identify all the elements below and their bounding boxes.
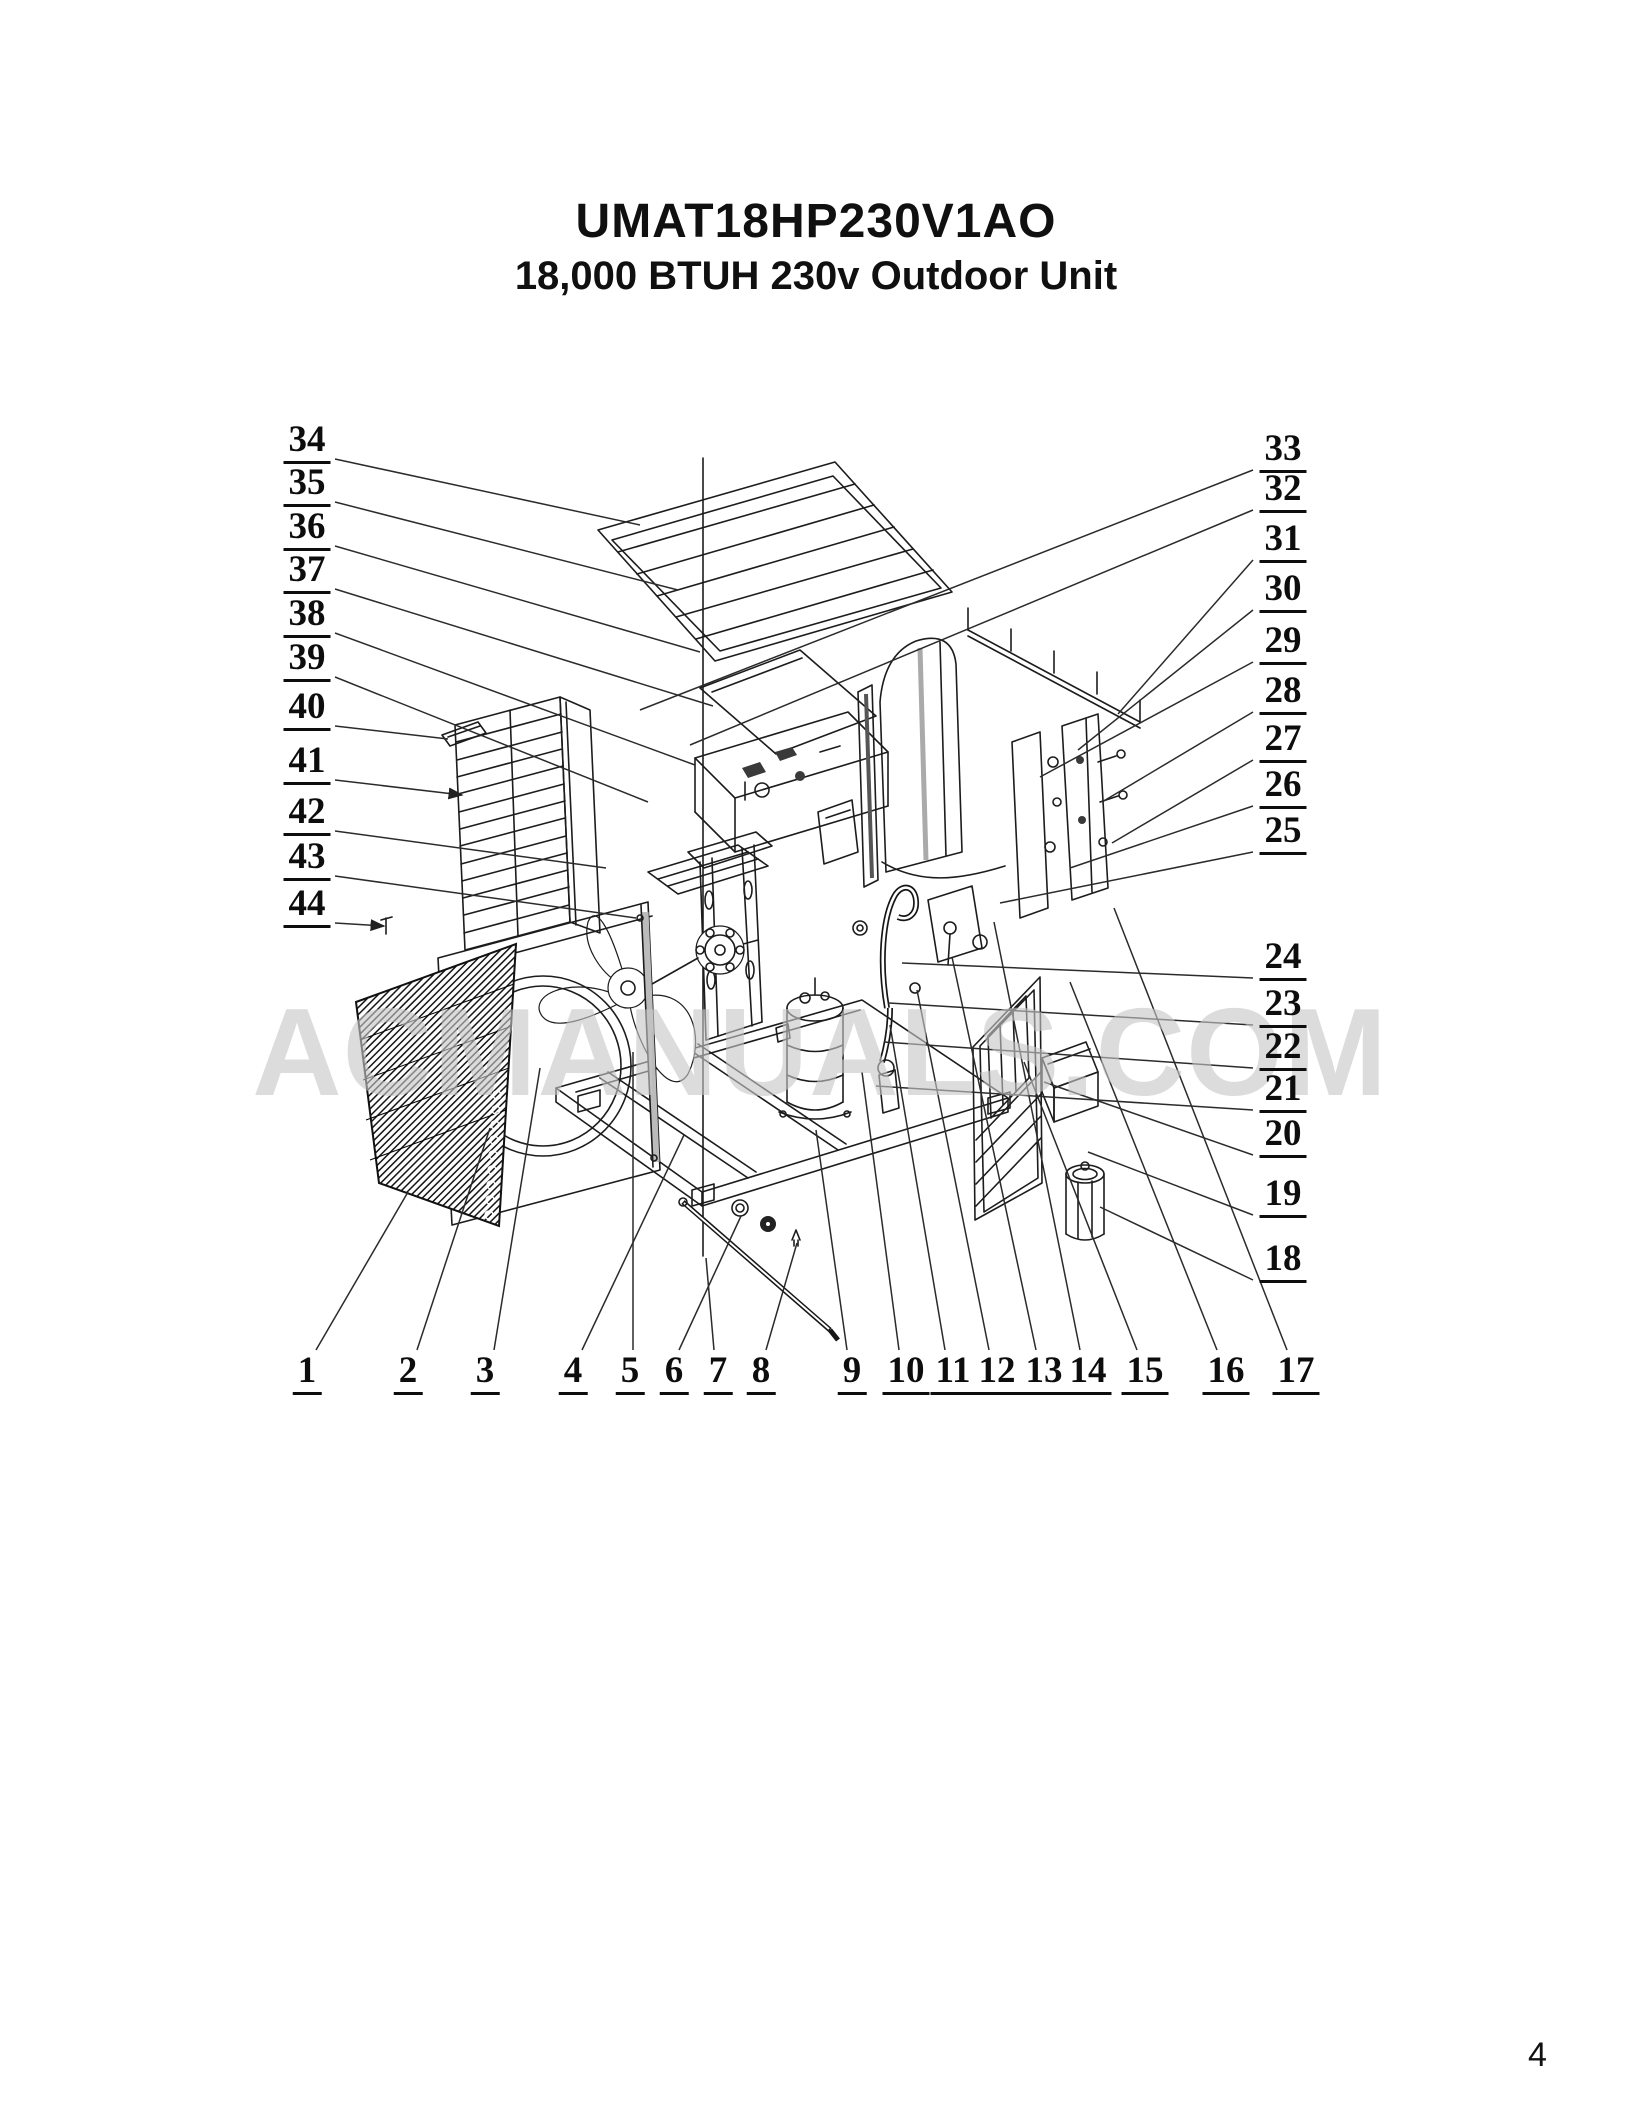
discharge-pipe-art — [879, 884, 920, 1063]
leader-line-19 — [1087, 1151, 1254, 1216]
page-subtitle: 18,000 BTUH 230v Outdoor Unit — [514, 254, 1118, 298]
leader-line-33 — [639, 469, 1254, 711]
leader-line-30 — [1077, 609, 1254, 751]
leader-line-23 — [887, 1002, 1254, 1026]
valve-plate-cluster-art — [1011, 713, 1128, 919]
leader-line-32 — [689, 509, 1254, 746]
leader-line-12 — [916, 989, 990, 1351]
leader-line-39 — [334, 676, 649, 803]
leader-line-15 — [1023, 1061, 1138, 1351]
leader-line-17 — [1113, 907, 1288, 1351]
top-grille-art — [597, 461, 953, 662]
leader-line-25 — [999, 851, 1254, 904]
leader-line-18 — [1099, 1206, 1254, 1281]
leader-line-34 — [334, 458, 641, 526]
front-grille-art — [454, 696, 601, 951]
leader-line-42 — [334, 830, 607, 869]
top-panel-art — [699, 649, 877, 755]
leader-line-31 — [1117, 559, 1254, 715]
leader-line-16 — [1069, 981, 1218, 1351]
leader-line-37 — [334, 588, 714, 707]
small-hardware-art — [731, 1199, 801, 1247]
leader-line-22 — [883, 1041, 1254, 1069]
motor-bracket-art — [651, 831, 773, 1041]
leader-line-20 — [1043, 1081, 1254, 1156]
mounting-rail-art — [967, 607, 1141, 729]
leader-line-13 — [951, 956, 1037, 1351]
leader-line-11 — [889, 1024, 946, 1351]
leader-line-1 — [315, 1191, 409, 1351]
leader-line-38 — [334, 632, 696, 766]
condenser-coil-art — [354, 942, 518, 1228]
leader-line-35 — [334, 501, 679, 591]
leader-line-6 — [678, 1215, 742, 1351]
cover-box-art — [1041, 1041, 1099, 1123]
leader-line-27 — [1111, 759, 1254, 844]
leader-line-41 — [334, 779, 464, 800]
leader-line-29 — [1039, 661, 1254, 778]
leader-line-9 — [815, 1129, 848, 1351]
page-title: UMAT18HP230V1AO — [575, 195, 1057, 248]
side-panel-art — [972, 976, 1043, 1221]
leader-line-8 — [765, 1242, 798, 1351]
leader-line-44 — [334, 919, 386, 932]
leader-line-10 — [861, 1071, 900, 1351]
electrical-box-art — [694, 711, 889, 865]
compressor-art — [775, 977, 852, 1120]
leader-line-28 — [1101, 711, 1254, 803]
service-valves-art — [852, 885, 988, 1114]
partition-shelf-art — [647, 844, 769, 895]
leader-line-24 — [901, 962, 1254, 979]
back-panel-art — [857, 637, 1006, 888]
leader-line-21 — [875, 1085, 1254, 1111]
page-number: 4 — [1528, 2036, 1547, 2074]
small-bracket-art — [441, 721, 487, 747]
leader-line-7 — [705, 1257, 715, 1351]
leader-line-36 — [334, 545, 701, 653]
leader-line-43 — [334, 875, 637, 919]
leader-line-2 — [416, 1127, 491, 1351]
leader-line-26 — [1069, 805, 1254, 869]
leader-line-40 — [334, 725, 449, 740]
leader-line-14 — [993, 921, 1081, 1351]
muffler-cylinder-art — [1065, 1161, 1105, 1241]
leader-line-3 — [493, 1067, 541, 1351]
drain-rod-art — [678, 1197, 840, 1342]
leader-lines — [315, 458, 1288, 1351]
